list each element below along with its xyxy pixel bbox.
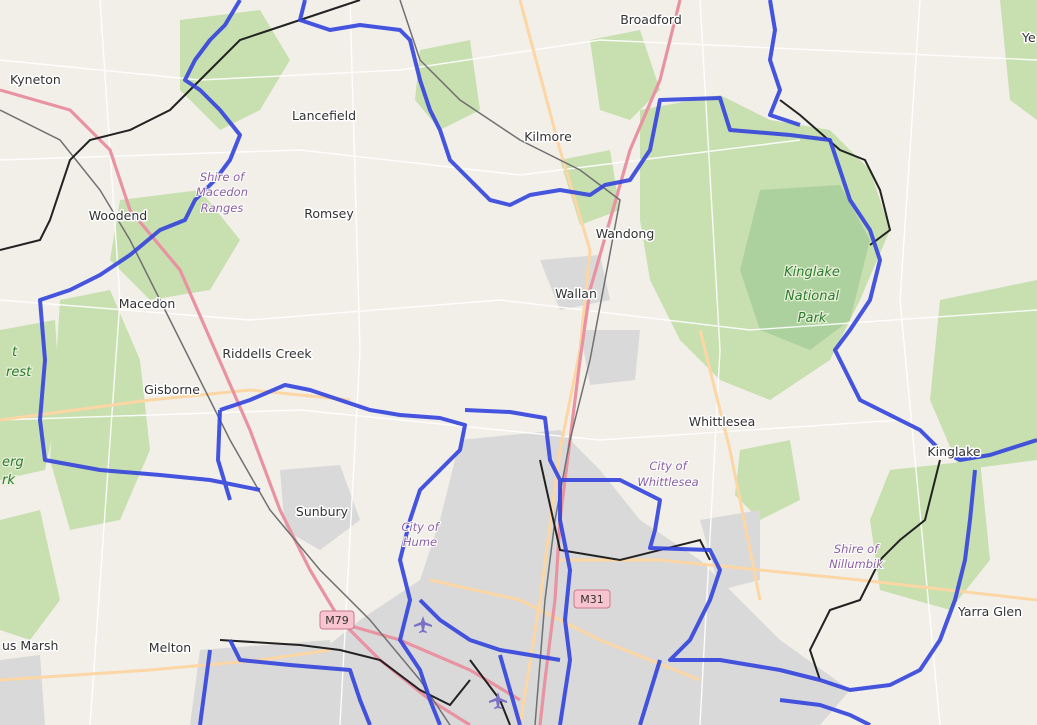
- lga-label-hume-2: Hume: [403, 535, 437, 549]
- road-shield-m79-label: M79: [325, 614, 349, 627]
- park-label-kinglake-3: Park: [798, 311, 827, 326]
- place-label-whittlesea: Whittlesea: [689, 414, 756, 429]
- park-label-kinglake-2: National: [785, 289, 840, 304]
- park-label-kinglake-1: Kinglake: [784, 265, 840, 280]
- lga-labels: Shire of Macedon Ranges City of Whittles…: [195, 169, 885, 572]
- lga-label-whittlesea-1: City of: [649, 459, 688, 473]
- road-shield-m31-label: M31: [580, 593, 604, 606]
- lga-label-nillumbik-1: Shire of: [834, 542, 880, 556]
- park-label-west-2: rk: [2, 473, 15, 488]
- lga-label-hume-1: City of: [401, 520, 440, 534]
- park-labels: Kinglake National Park t rest erg rk: [1, 264, 841, 490]
- road-shield-m79: M79: [319, 610, 355, 630]
- lga-label-macedon-1: Shire of: [200, 170, 246, 184]
- urban-areas: [0, 255, 850, 725]
- place-label-kilmore: Kilmore: [524, 129, 572, 144]
- place-label-melton: Melton: [149, 640, 191, 655]
- place-label-wandong: Wandong: [596, 226, 655, 241]
- place-label-broadford: Broadford: [620, 12, 682, 27]
- place-label-lancefield: Lancefield: [292, 108, 356, 123]
- place-label-woodend: Woodend: [89, 208, 147, 223]
- place-label-ye: Ye: [1021, 30, 1036, 45]
- airport-icon: [414, 616, 432, 633]
- place-label-macedon: Macedon: [119, 296, 176, 311]
- lga-label-macedon-2: Macedon: [196, 185, 248, 199]
- place-label-kinglake: Kinglake: [927, 444, 980, 459]
- park-label-forest-1: t: [12, 345, 18, 360]
- place-label-riddells-creek: Riddells Creek: [222, 346, 312, 361]
- airport-icon: [489, 692, 507, 709]
- place-label-sunbury: Sunbury: [296, 504, 349, 519]
- railways: [0, 0, 621, 725]
- place-label-bacchus-marsh: us Marsh: [2, 638, 58, 653]
- forest-areas: [0, 0, 1037, 640]
- park-label-west-1: erg: [2, 455, 24, 470]
- place-labels: Broadford Ye Kyneton Lancefield Kilmore …: [1, 11, 1037, 657]
- lga-label-nillumbik-2: Nillumbik: [829, 557, 884, 571]
- place-label-yarra-glen: Yarra Glen: [957, 604, 1022, 619]
- road-shield-m31: M31: [573, 589, 611, 609]
- place-label-gisborne: Gisborne: [144, 382, 200, 397]
- place-label-romsey: Romsey: [304, 206, 354, 221]
- lga-label-whittlesea-2: Whittlesea: [637, 475, 698, 489]
- lga-label-macedon-3: Ranges: [201, 201, 244, 215]
- blue-boundaries: [38, 0, 1037, 725]
- place-label-wallan: Wallan: [555, 286, 597, 301]
- place-label-kyneton: Kyneton: [10, 72, 61, 87]
- park-label-forest-2: rest: [6, 365, 32, 380]
